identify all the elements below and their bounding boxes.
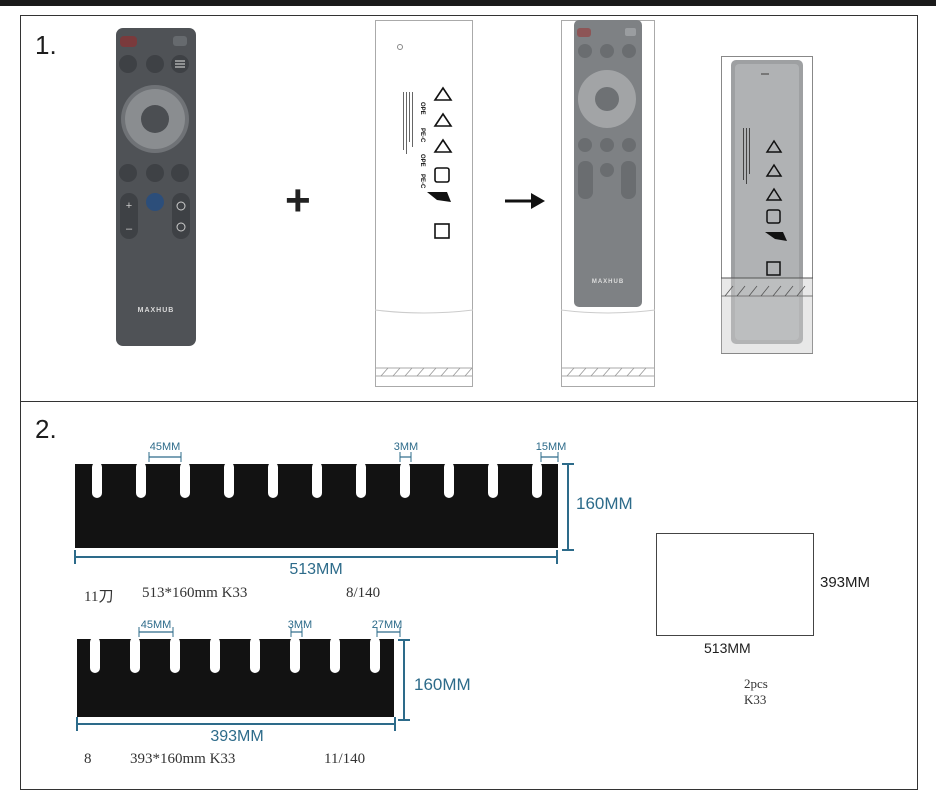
comb-a-width: 513MM xyxy=(289,561,342,578)
comb-b-slot-width: 45MM xyxy=(141,619,172,631)
comb-a-slot xyxy=(92,462,102,498)
comb-b-note-count: 8 xyxy=(84,751,92,767)
comb-b-slot xyxy=(250,637,260,673)
flat-board xyxy=(656,533,814,636)
comb-a-slot xyxy=(356,462,366,498)
comb-b-slot xyxy=(90,637,100,673)
comb-a-slot xyxy=(532,462,542,498)
comb-b-slot xyxy=(170,637,180,673)
comb-b-note-ratio: 11/140 xyxy=(324,751,366,767)
voice-icon xyxy=(146,193,164,211)
ok-button xyxy=(141,105,169,133)
remote-control: + – MAXHUB xyxy=(116,28,196,346)
step2-number: 2. xyxy=(35,414,57,444)
comb-b-edge-margin: 27MM xyxy=(372,619,403,631)
comb-b-slot-gap: 3MM xyxy=(288,619,312,631)
screen-off-icon xyxy=(173,36,187,46)
board-note-material: K33 xyxy=(744,692,767,707)
svg-text:OPE: OPE xyxy=(419,154,425,167)
comb-a-slot xyxy=(444,462,454,498)
mic-icon xyxy=(146,164,164,182)
comb-board-a: 45MM 3MM 15MM 513MM xyxy=(74,441,567,578)
comb-b-note-spec: 393*160mm K33 xyxy=(130,751,236,767)
svg-text:–: – xyxy=(126,223,133,235)
svg-text:OPE: OPE xyxy=(419,102,425,115)
comb-a-slot xyxy=(488,462,498,498)
comb-b-height: 160MM xyxy=(414,675,471,694)
comb-b-slot xyxy=(130,637,140,673)
source-icon xyxy=(119,55,137,73)
home-icon xyxy=(171,164,189,182)
recycle-icons xyxy=(433,86,453,239)
comb-a-height-dim: 160MM xyxy=(562,463,633,551)
comb-a-note-spec: 513*160mm K33 xyxy=(142,585,248,601)
comb-b-slot xyxy=(210,637,220,673)
plus-icon: + xyxy=(285,176,311,225)
comb-a-edge-margin: 15MM xyxy=(536,441,567,453)
brand-label: MAXHUB xyxy=(138,307,175,314)
comb-a-slot xyxy=(136,462,146,498)
comb-a-slot xyxy=(224,462,234,498)
comb-a-slot-width: 45MM xyxy=(150,441,181,453)
comb-board-b: 45MM 3MM 27MM 393MM xyxy=(76,619,403,745)
comb-a-note-ratio: 8/140 xyxy=(346,585,381,601)
comb-a-height: 160MM xyxy=(576,494,633,513)
svg-text:PE-C: PE-C xyxy=(419,174,425,189)
back-icon xyxy=(119,164,137,182)
svg-text:PE-C: PE-C xyxy=(419,128,425,143)
comb-a-slot-gap: 3MM xyxy=(394,441,418,453)
remote-in-bag: MAXHUB xyxy=(561,20,655,387)
comb-a-note-count: 11刀 xyxy=(84,589,114,605)
board-height: 393MM xyxy=(820,574,871,591)
comb-a-slot xyxy=(268,462,278,498)
zoom-rocker xyxy=(172,193,190,239)
comb-b-slot xyxy=(370,637,380,673)
comb-a-slot xyxy=(312,462,322,498)
volume-rocker xyxy=(120,193,138,239)
comb-b-slot xyxy=(290,637,300,673)
remote-back-in-bag xyxy=(721,56,813,354)
comb-a-slot xyxy=(180,462,190,498)
svg-text:+: + xyxy=(126,200,132,212)
board-note-qty: 2pcs xyxy=(744,676,768,691)
comb-b-slot xyxy=(330,637,340,673)
tidyman-icon xyxy=(427,192,451,202)
comb-b-height-dim: 160MM xyxy=(398,639,471,721)
power-button-icon xyxy=(120,36,137,47)
step2-panel: 2. xyxy=(20,401,918,790)
grid-icon xyxy=(146,55,164,73)
comb-b-body xyxy=(77,639,394,717)
packaging-bag: OPE PE-C OPE PE-C xyxy=(375,20,473,387)
board-width: 513MM xyxy=(704,640,751,656)
arrow-right-icon xyxy=(505,191,545,216)
comb-a-slot xyxy=(400,462,410,498)
step1-panel: 1. + – MAXHUB + xyxy=(20,15,918,402)
step1-number: 1. xyxy=(35,30,57,60)
comb-b-width: 393MM xyxy=(210,728,263,745)
brand-label-2: MAXHUB xyxy=(592,279,624,285)
